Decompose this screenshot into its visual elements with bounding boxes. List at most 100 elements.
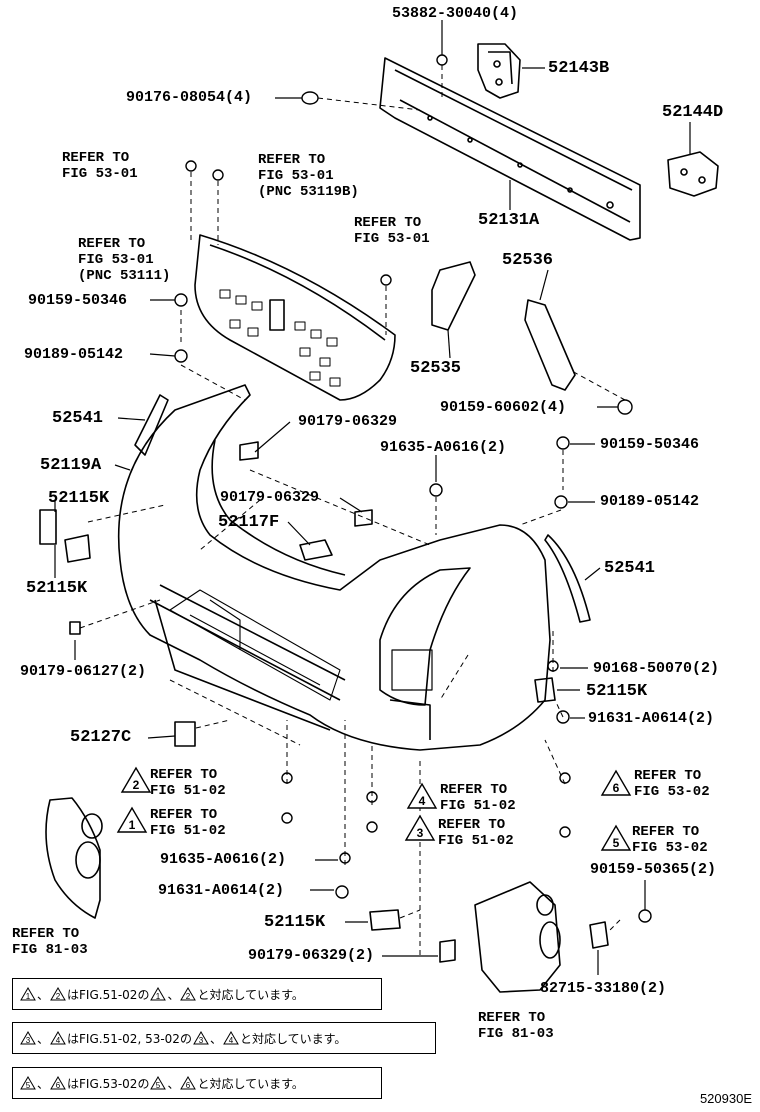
- refer-line: REFER TO: [12, 926, 80, 942]
- triangle-icon: 6: [50, 1076, 66, 1090]
- note-text: 、: [209, 1031, 222, 1046]
- strip-52541-left: [134, 394, 169, 456]
- svg-text:1: 1: [156, 992, 161, 1001]
- note-text: 、: [37, 1031, 50, 1046]
- refer-line: (PNC 53119B): [258, 184, 359, 200]
- refer-line: FIG 51-02: [150, 823, 226, 839]
- svg-text:6: 6: [56, 1081, 61, 1090]
- refer-line: FIG 53-01: [78, 252, 154, 268]
- refer-line: FIG 81-03: [478, 1026, 554, 1042]
- ref-triangle-5: [600, 824, 632, 851]
- part-label: 90159-50346: [600, 436, 700, 453]
- refer-line: FIG 51-02: [440, 798, 516, 814]
- triangle-number-5: 5: [613, 836, 620, 850]
- refer-line: REFER TO: [634, 768, 702, 784]
- refer-line: REFER TO: [258, 152, 326, 168]
- bumper-reinforcement: [379, 57, 641, 241]
- note-text: 、: [167, 987, 180, 1002]
- part-label: 91631-A0614(2): [158, 882, 285, 899]
- bracket-52115K-d: [369, 909, 401, 931]
- bracket-52143B: [477, 43, 521, 99]
- bolt-91635-top: [429, 483, 443, 497]
- note-box-3: 5 、 6 はFIG.53-02の 5 、 6 と対応しています。: [12, 1067, 382, 1099]
- ref-triangle-1: [116, 806, 148, 833]
- part-label: 90159-50365(2): [590, 861, 717, 878]
- svg-text:4: 4: [229, 1036, 234, 1045]
- lower-grille: [169, 589, 341, 701]
- triangle-icon: 3: [20, 1031, 36, 1045]
- bolt-ref1: [281, 812, 293, 824]
- note-text: はFIG.51-02の: [67, 987, 150, 1002]
- triangle-icon: 5: [20, 1076, 36, 1090]
- svg-text:5: 5: [156, 1081, 161, 1090]
- nut-90179-b: [354, 509, 373, 527]
- assembly-lines: [79, 65, 626, 955]
- part-label: 52127C: [70, 728, 132, 747]
- svg-text:1: 1: [26, 992, 31, 1001]
- note-text: はFIG.51-02, 53-02の: [67, 1031, 192, 1046]
- ref-triangle-4: [406, 782, 438, 809]
- nut-90179-06127: [69, 621, 81, 635]
- triangle-icon: 5: [150, 1076, 167, 1090]
- triangle-icon: 4: [223, 1031, 239, 1045]
- triangle-icon: 2: [50, 987, 66, 1001]
- refer-line: REFER TO: [150, 767, 218, 783]
- part-label: 52115K: [26, 579, 88, 598]
- bolt-91631-bottom: [335, 885, 349, 899]
- part-label: 82715-33180(2): [540, 980, 667, 997]
- refer-line: FIG 51-02: [150, 783, 226, 799]
- note-text: と対応しています。: [197, 987, 304, 1002]
- refer-line: (PNC 53111): [78, 268, 171, 284]
- triangle-icon: 2: [180, 987, 197, 1001]
- svg-text:3: 3: [26, 1036, 31, 1045]
- nut-90179-a: [239, 441, 259, 461]
- bolt-ref3: [366, 821, 378, 833]
- bolt-90159-60602: [617, 399, 633, 415]
- note-text: 、: [167, 1076, 180, 1091]
- part-label: 90179-06127(2): [20, 663, 147, 680]
- refer-line: FIG 53-02: [634, 784, 710, 800]
- retainer-52535: [431, 261, 476, 331]
- clip-90189-left: [174, 349, 188, 363]
- bracket-52115K-b: [64, 534, 91, 563]
- part-label: 52144D: [662, 103, 724, 122]
- refer-line: FIG 53-01: [354, 231, 430, 247]
- refer-line: FIG 51-02: [438, 833, 514, 849]
- part-label: 90179-06329: [298, 413, 398, 430]
- note-text: と対応しています。: [239, 1031, 347, 1046]
- refer-line: REFER TO: [478, 1010, 546, 1026]
- part-label: 52536: [502, 251, 554, 270]
- refer-line: FIG 53-02: [632, 840, 708, 856]
- triangle-icon: 3: [193, 1031, 209, 1045]
- svg-text:4: 4: [56, 1036, 61, 1045]
- bolt-ref-a: [185, 160, 197, 172]
- triangle-number-2: 2: [133, 778, 140, 792]
- triangle-number-3: 3: [417, 826, 424, 840]
- ref-triangle-2: [120, 766, 152, 793]
- part-label: 90179-06329(2): [248, 947, 375, 964]
- triangle-icon: 4: [50, 1031, 66, 1045]
- part-label: 52115K: [264, 913, 326, 932]
- part-label: 53882-30040(4): [392, 5, 519, 22]
- part-label: 52119A: [40, 456, 102, 475]
- bolt-90159-left: [174, 293, 188, 307]
- strip-52541-right: [544, 534, 591, 623]
- note-text: はFIG.53-02の: [67, 1076, 150, 1091]
- refer-line: REFER TO: [78, 236, 146, 252]
- diagram-code: 520930E: [699, 1091, 752, 1106]
- triangle-icon: 1: [20, 987, 36, 1001]
- part-label: 91631-A0614(2): [588, 710, 715, 727]
- part-label: 52115K: [48, 489, 110, 508]
- bolt-90176: [301, 91, 319, 105]
- bracket-52144D: [667, 151, 719, 197]
- part-label: 52117F: [218, 513, 280, 532]
- part-label: 52115K: [586, 682, 648, 701]
